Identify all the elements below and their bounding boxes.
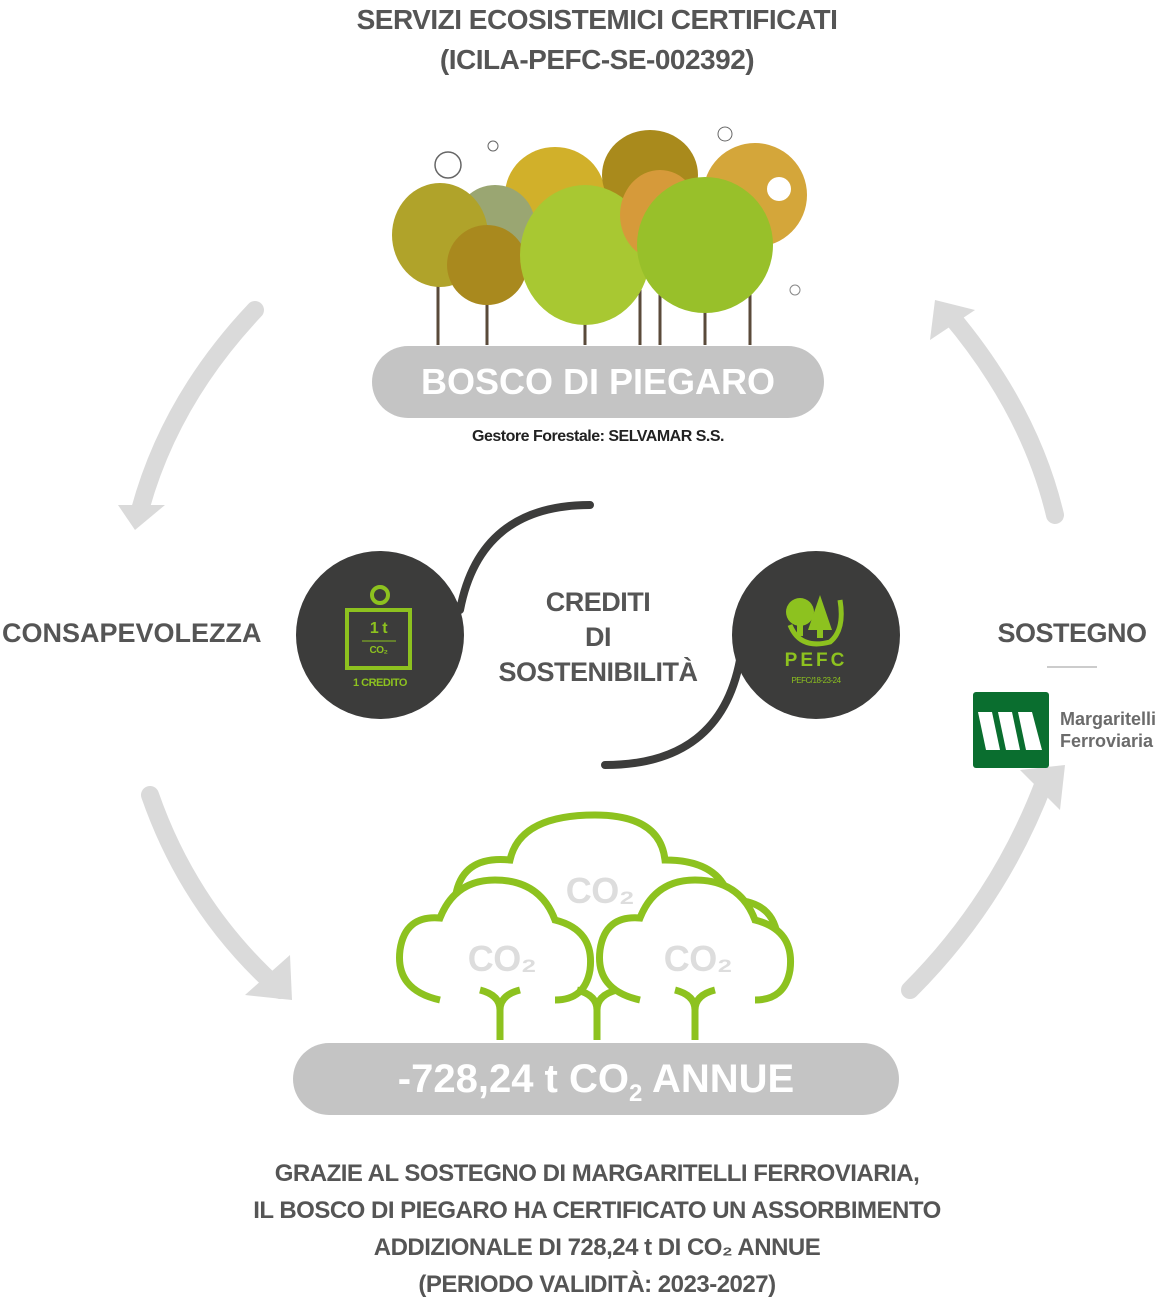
arrowhead-icon (118, 505, 165, 530)
cloud-label-right: CO₂ (663, 938, 733, 979)
arrow-bottom-right (901, 771, 1054, 999)
arrow-top-right (941, 306, 1064, 524)
footer-line3: ADDIZIONALE DI 728,24 t DI CO₂ ANNUE (373, 1234, 821, 1261)
sponsor-line2: Ferroviaria (1060, 731, 1154, 751)
header-line1: SERVIZI ECOSISTEMICI CERTIFICATI (356, 4, 838, 35)
arrow-bottom-left (141, 786, 289, 999)
pefc-badge-circle (732, 551, 900, 719)
header-title: SERVIZI ECOSISTEMICI CERTIFICATI (ICILA-… (0, 0, 1174, 80)
center-title: CREDITI DI SOSTENIBILITÀ (480, 585, 716, 690)
header-line2: (ICILA-PEFC-SE-002392) (439, 44, 755, 75)
co2-clouds-illustration (396, 811, 795, 1040)
credit-label: 1 CREDITO (353, 677, 407, 689)
footer-line1: GRAZIE AL SOSTEGNO DI MARGARITELLI FERRO… (274, 1160, 920, 1187)
left-label: CONSAPEVOLEZZA (2, 618, 262, 648)
arrowhead-icon (930, 300, 975, 340)
footer-line4: (PERIODO VALIDITÀ: 2023-2027) (418, 1271, 776, 1298)
footer-line2: IL BOSCO DI PIEGARO HA CERTIFICATO UN AS… (253, 1197, 941, 1224)
arrowhead-icon (245, 955, 292, 1000)
cloud-label-left: CO₂ (467, 938, 537, 979)
pefc-name: PEFC (784, 650, 848, 671)
result-value: -728,24 t CO (397, 1057, 629, 1101)
credit-amount: 1 t (369, 620, 388, 637)
center-line2: DI (585, 622, 612, 652)
result-pill: -728,24 t CO2 ANNUE (293, 1043, 899, 1115)
forest-illustration (392, 126, 807, 345)
pefc-code: PEFC/18-23-24 (791, 676, 841, 685)
center-line3: SOSTENIBILITÀ (498, 657, 698, 687)
result-subscript: 2 (629, 1080, 643, 1107)
right-label: SOSTEGNO (997, 618, 1147, 648)
result-suffix: ANNUE (642, 1057, 795, 1101)
pefc-logo-icon (786, 595, 844, 647)
center-line1: CREDITI (545, 587, 651, 617)
credit-badge-circle (296, 551, 464, 719)
footer-text: GRAZIE AL SOSTEGNO DI MARGARITELLI FERRO… (0, 1155, 1174, 1300)
arrowhead-icon (1020, 765, 1065, 810)
arrow-top-left (131, 301, 264, 519)
sponsor-line1: Margaritelli (1060, 709, 1157, 729)
credit-unit: CO₂ (369, 645, 388, 656)
forest-manager: Gestore Forestale: SELVAMAR S.S. (472, 428, 724, 445)
cloud-label-top: CO₂ (565, 870, 635, 911)
sponsor-name: Margaritelli Ferroviaria (1060, 708, 1156, 752)
forest-name-pill: BOSCO DI PIEGARO (372, 346, 824, 418)
weight-icon (345, 585, 412, 670)
